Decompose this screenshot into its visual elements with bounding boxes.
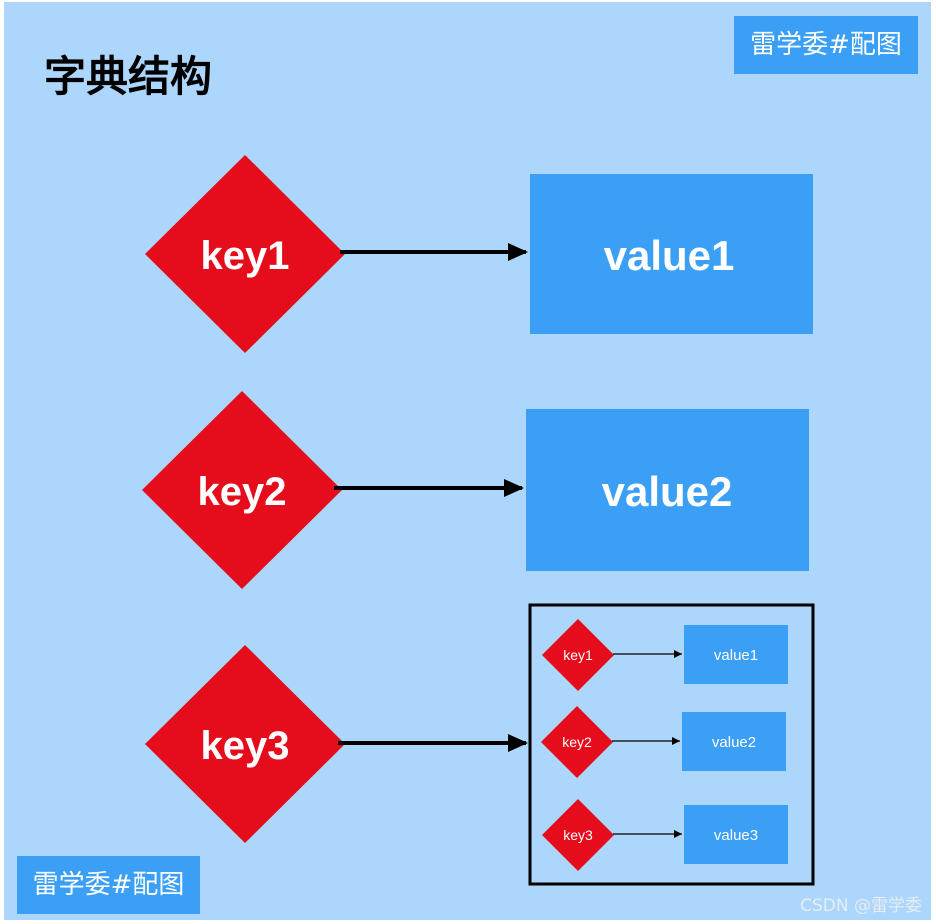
- entry-1: key1 value1: [145, 155, 813, 353]
- page-title: 字典结构: [44, 52, 213, 101]
- entry-3: key3 key1 value1 key2 value2 key3: [145, 603, 815, 886]
- author-badge-bottom: 雷学委#配图: [17, 856, 200, 914]
- nested-key-diamond: [541, 706, 613, 778]
- nested-value-label: value3: [714, 827, 758, 844]
- nested-key-label: key2: [562, 734, 592, 750]
- nested-value-label: value1: [714, 647, 758, 664]
- key-label: key2: [198, 470, 287, 514]
- nested-key-label: key1: [563, 647, 593, 663]
- csdn-watermark: CSDN @雷学委: [800, 896, 922, 916]
- nested-entry-1: key1 value1: [542, 619, 788, 691]
- nested-value-box: [684, 805, 788, 864]
- nested-value-label: value2: [712, 734, 756, 751]
- value-box: [530, 174, 813, 334]
- value-label: value2: [602, 468, 733, 515]
- nested-value-box: [682, 712, 786, 771]
- nested-entry-2: key2 value2: [541, 706, 786, 778]
- entry-2: key2 value2: [142, 391, 809, 589]
- nested-key-diamond: [542, 619, 614, 691]
- author-badge-top: 雷学委#配图: [734, 16, 918, 74]
- key-label: key1: [201, 234, 290, 278]
- value-box: [526, 409, 809, 571]
- value-label: value1: [604, 232, 735, 279]
- nested-value-box: [684, 625, 788, 684]
- key-diamond: [142, 391, 342, 589]
- nested-key-diamond: [542, 799, 614, 871]
- key-diamond: [145, 155, 345, 353]
- key-label: key3: [201, 724, 290, 768]
- nested-dictionary-frame: [528, 603, 815, 886]
- key-diamond: [145, 645, 345, 843]
- nested-entry-3: key3 value3: [542, 799, 788, 871]
- nested-key-label: key3: [563, 827, 593, 843]
